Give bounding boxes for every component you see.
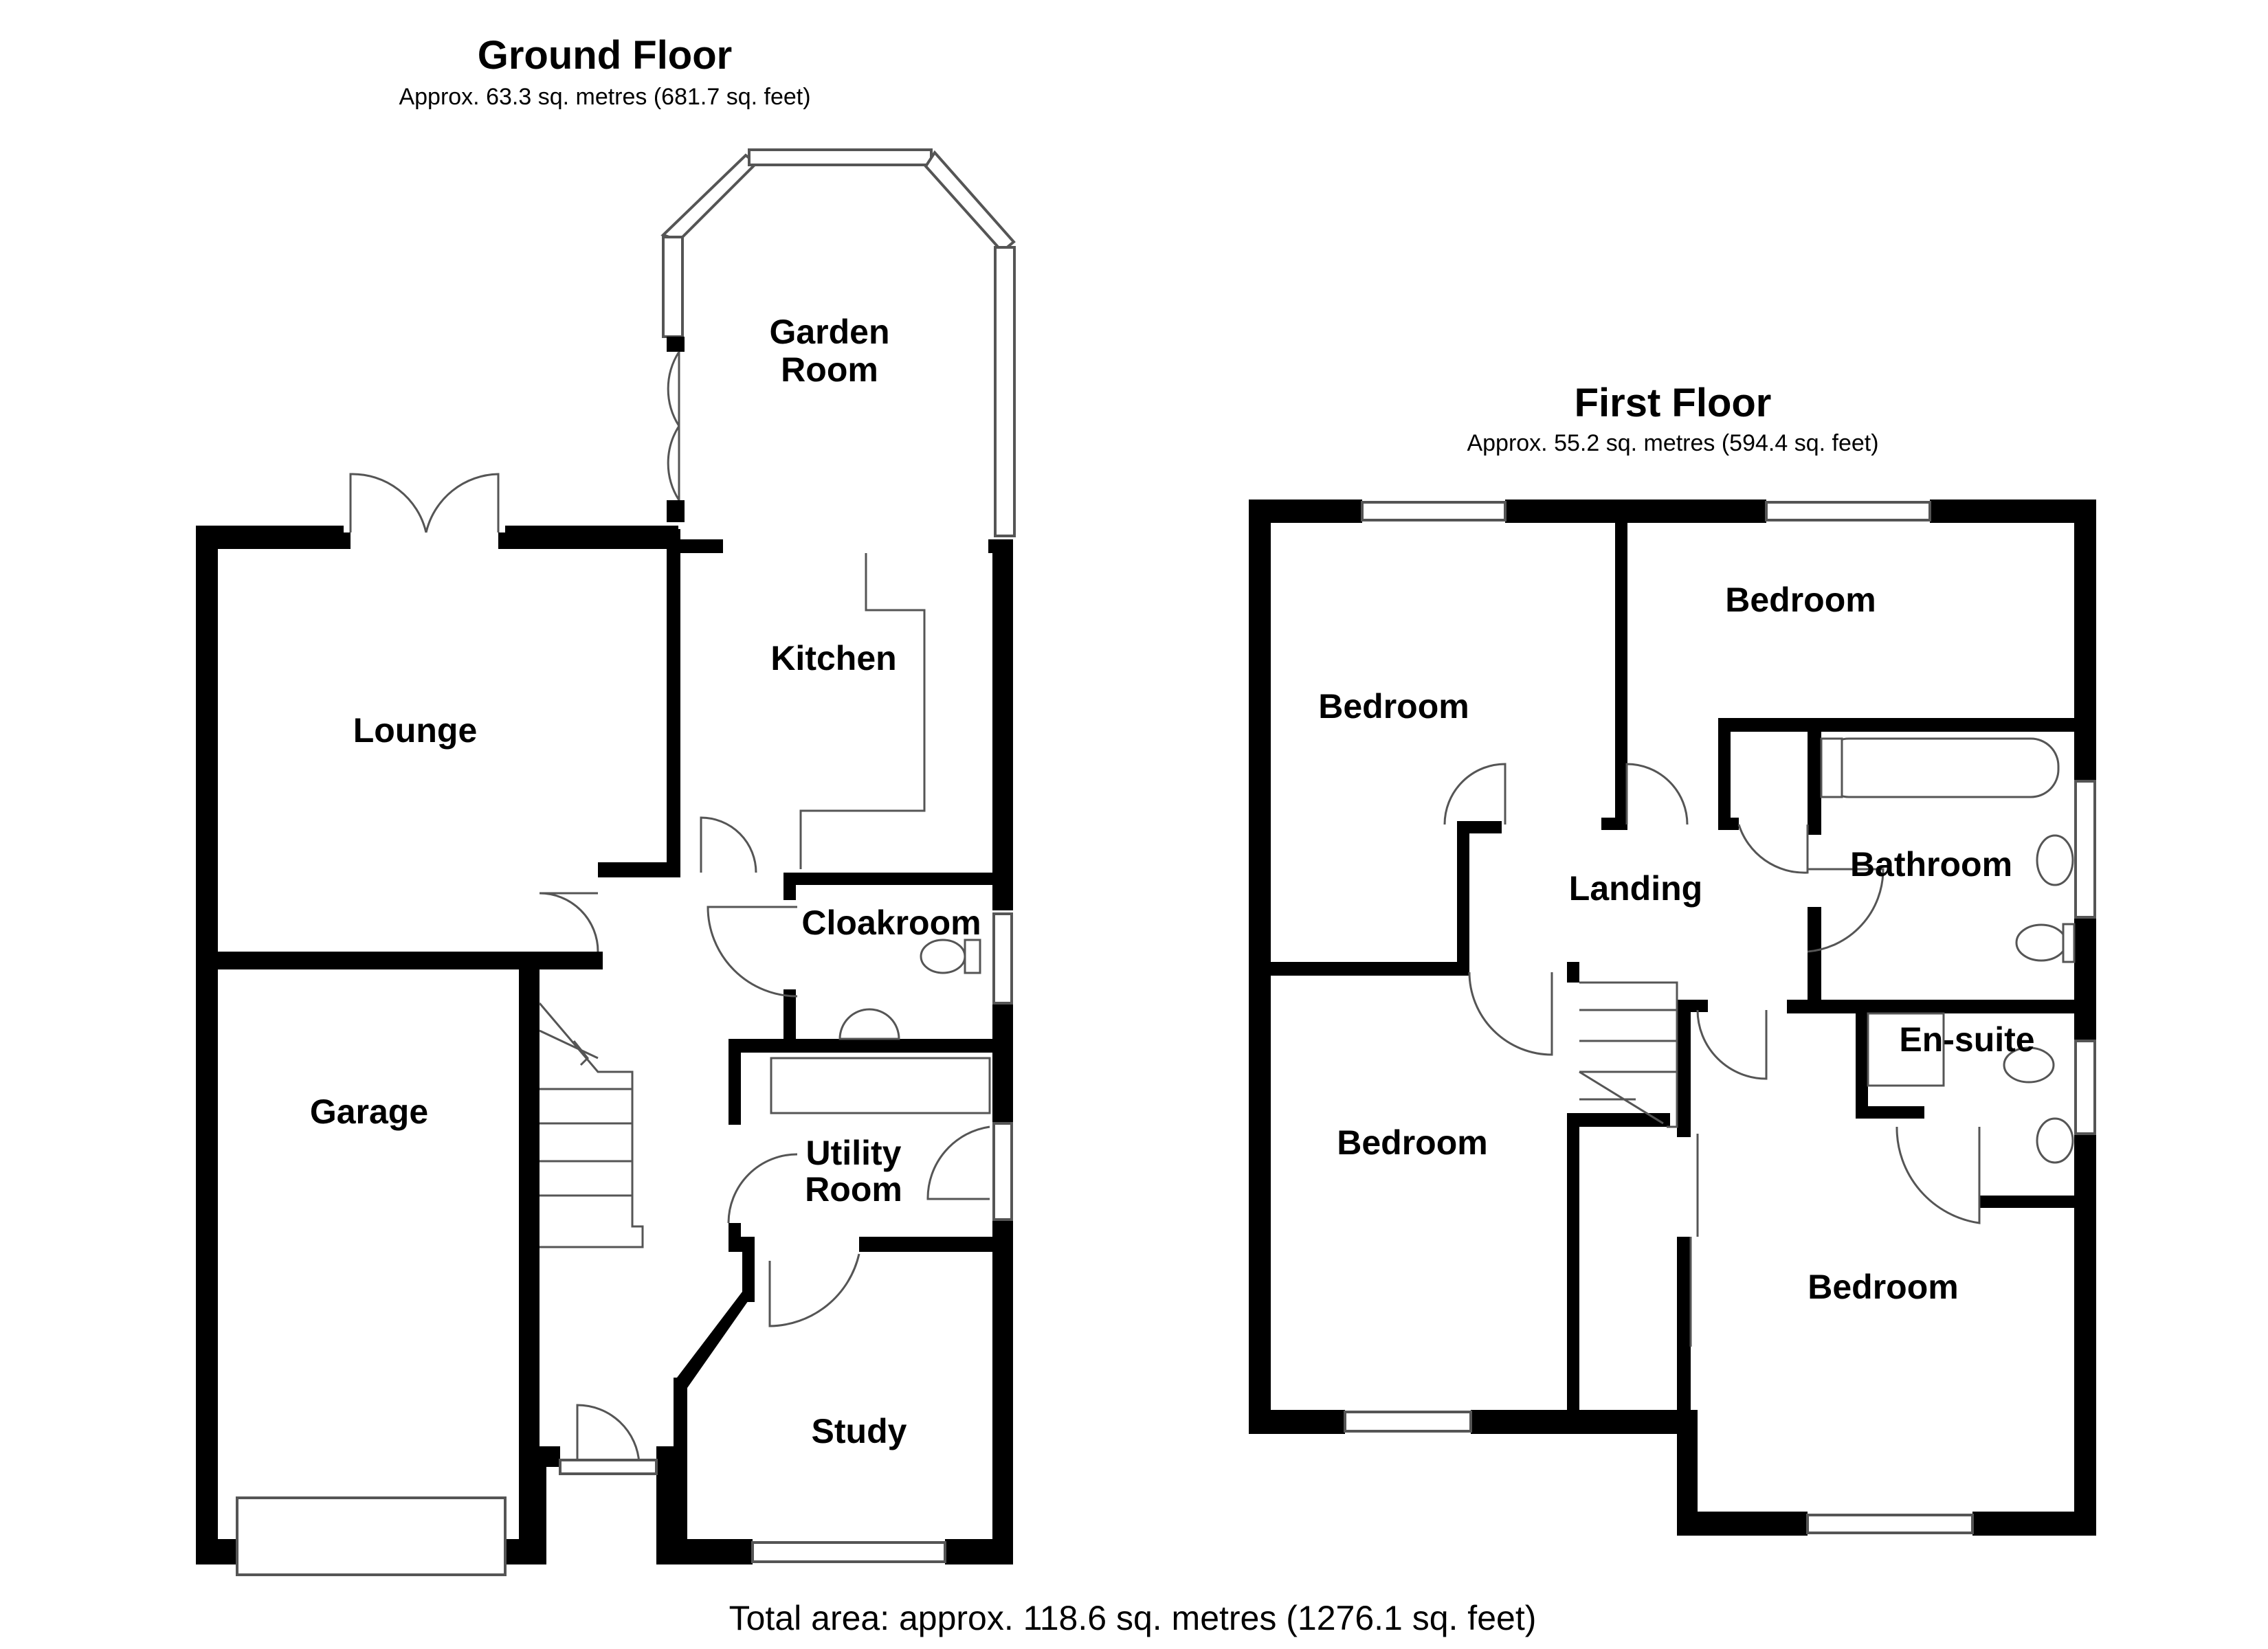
en-suite-basin	[2036, 1117, 2074, 1164]
garage-door	[236, 1496, 507, 1576]
wall	[196, 526, 218, 1564]
garden-room-bay-window	[660, 148, 1016, 537]
first-floor-plan: Bedroom Bedroom Bathroom Landing En-suit…	[1249, 500, 2096, 1536]
study-window	[751, 1541, 946, 1563]
garden-room-label-2: Room	[781, 350, 878, 389]
garden-room-label: Garden	[769, 313, 889, 351]
bath-fixture	[1820, 737, 2060, 798]
study-door	[768, 1253, 860, 1327]
cloakroom-window	[992, 912, 1013, 1005]
en-suite-label: En-suite	[1899, 1020, 2034, 1059]
en-suite-wc	[2003, 1046, 2055, 1084]
lounge-door	[539, 892, 599, 952]
bedroom-1-window	[1361, 501, 1507, 521]
bathroom-door-2	[1807, 868, 1885, 953]
study-label: Study	[812, 1412, 907, 1450]
ground-floor-title: Ground Floor	[478, 33, 733, 78]
basin-fixture	[838, 1008, 900, 1040]
utility-room-label-2: Room	[805, 1170, 902, 1209]
utility-back-door	[926, 1125, 990, 1200]
utility-worktop	[770, 1057, 991, 1114]
bedroom-4-label: Bedroom	[1808, 1268, 1958, 1306]
bedroom-3-window	[1344, 1411, 1472, 1433]
wc-fixture	[920, 939, 966, 974]
bedroom-1-door	[1443, 763, 1507, 825]
lounge-doors	[344, 473, 505, 549]
ground-floor-plan: Garden Room Kitchen Lounge Cloakroom Gar…	[196, 148, 1016, 1576]
wc-fixture	[2015, 923, 2067, 962]
bedroom-2-label: Bedroom	[1725, 581, 1876, 619]
en-suite-door	[1895, 1126, 1981, 1224]
kitchen-label: Kitchen	[770, 639, 896, 677]
shower-fixture	[1867, 1012, 1945, 1087]
first-floor-area: Approx. 55.2 sq. metres (594.4 sq. feet)	[1467, 430, 1878, 456]
cloakroom-door	[707, 906, 798, 998]
utility-room-label: Utility	[806, 1134, 902, 1172]
landing-label: Landing	[1569, 869, 1702, 908]
bedroom-1-label: Bedroom	[1318, 687, 1469, 726]
ground-floor-area: Approx. 63.3 sq. metres (681.7 sq. feet)	[399, 84, 810, 110]
bedroom-3-door	[1468, 972, 1553, 1056]
bedroom-2-door	[1625, 763, 1689, 825]
bathroom-label: Bathroom	[1850, 845, 2012, 884]
garden-room-doors	[667, 351, 685, 522]
basin-fixture	[2036, 834, 2074, 886]
en-suite-window	[2074, 1040, 2096, 1135]
cloakroom-label: Cloakroom	[801, 904, 981, 942]
bedroom-4-window	[1806, 1514, 1974, 1534]
stairs-first	[1579, 981, 1678, 1128]
garage-label: Garage	[310, 1092, 428, 1131]
utility-door	[727, 1153, 798, 1224]
bathroom-window	[2074, 780, 2096, 919]
bathroom-door	[1737, 824, 1809, 874]
front-door	[576, 1404, 641, 1464]
total-area: Total area: approx. 118.6 sq. metres (12…	[729, 1599, 1537, 1637]
lounge-label: Lounge	[353, 711, 478, 750]
bedroom-3-label: Bedroom	[1337, 1123, 1487, 1162]
stairs-ground	[538, 1002, 644, 1248]
kitchen-worktop	[799, 553, 926, 869]
bedroom-4-door	[1696, 1009, 1768, 1080]
first-floor-title: First Floor	[1575, 381, 1772, 425]
kitchen-door	[700, 816, 757, 873]
utility-window	[992, 1122, 1013, 1221]
bedroom-2-window	[1765, 501, 1931, 521]
